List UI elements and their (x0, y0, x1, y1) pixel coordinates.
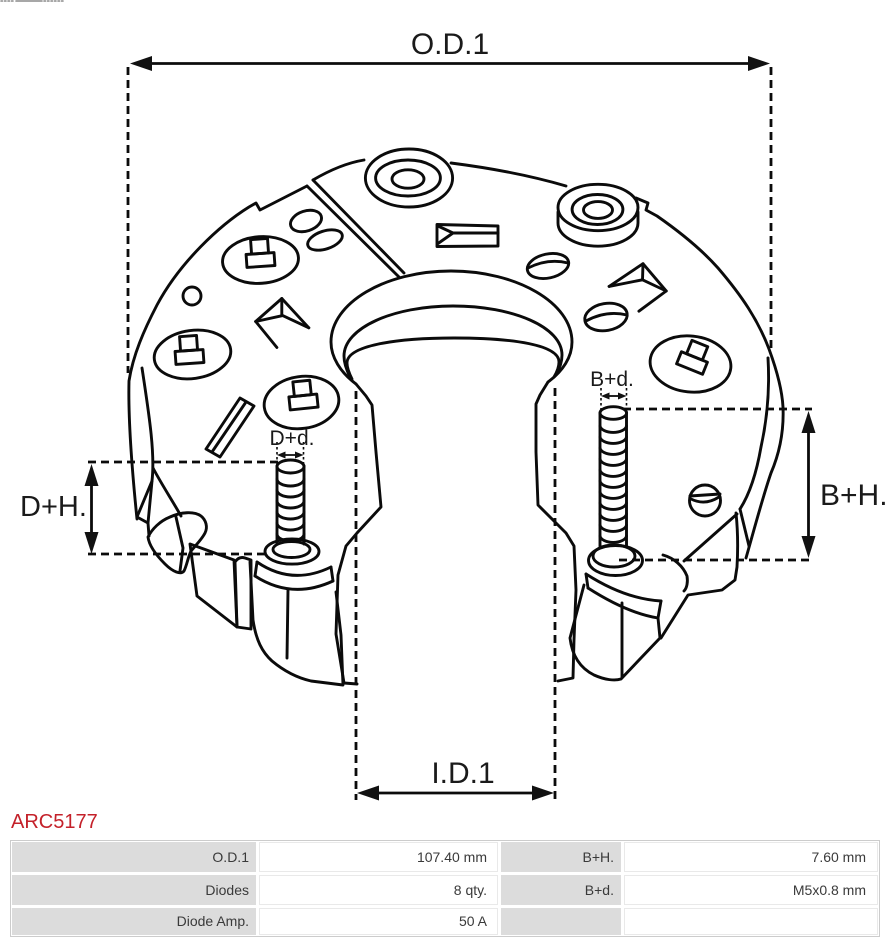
svg-text:B+d.: B+d. (590, 368, 634, 391)
svg-text:B+H.: B+H. (820, 479, 888, 512)
svg-text:D+d.: D+d. (270, 427, 315, 450)
svg-text:D+H.: D+H. (20, 491, 87, 523)
svg-text:O.D.1: O.D.1 (411, 28, 489, 61)
svg-text:I.D.1: I.D.1 (431, 757, 494, 790)
